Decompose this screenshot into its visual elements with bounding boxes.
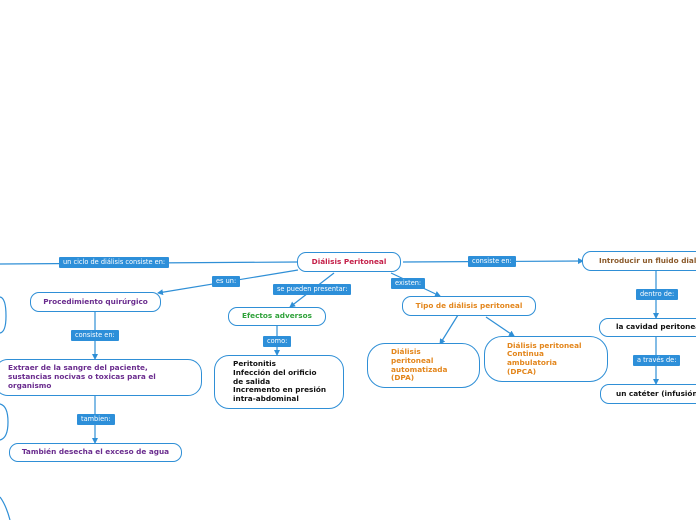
- node-cateter[interactable]: un catéter (infusión): [600, 384, 696, 404]
- node-label: un catéter (infusión): [616, 388, 696, 398]
- label-es-un[interactable]: es un:: [212, 276, 241, 287]
- partial-node-left-2: [0, 403, 9, 441]
- partial-node-left-1: [0, 296, 7, 334]
- label-existen[interactable]: existen:: [391, 278, 426, 289]
- label-tambien[interactable]: tambien:: [77, 414, 115, 425]
- link-types-dpa: [439, 314, 459, 345]
- label-dentro-de[interactable]: dentro de:: [636, 289, 679, 300]
- partial-node-left-3: [0, 496, 11, 520]
- node-label: Tipo de diálisis peritoneal: [415, 300, 523, 310]
- node-label: Extraer de la sangre del paciente, susta…: [8, 363, 156, 390]
- node-label: Introducir un fluido dializa: [599, 255, 696, 265]
- node-dpa[interactable]: Diálisis peritoneal automatizada (DPA): [367, 343, 480, 388]
- node-label: Diálisis peritoneal automatizada (DPA): [391, 347, 448, 383]
- node-label: Procedimiento quirúrgico: [43, 296, 148, 306]
- label-consiste-en-left[interactable]: consiste en:: [71, 330, 119, 341]
- label-ciclo-dialisis[interactable]: un ciclo de diálisis consiste en:: [59, 257, 170, 268]
- node-extraer-sustancias[interactable]: Extraer de la sangre del paciente, susta…: [0, 359, 202, 396]
- node-label: la cavidad peritonea: [616, 322, 696, 332]
- label-consiste-en-right[interactable]: consiste en:: [468, 256, 516, 267]
- node-efectos-adversos[interactable]: Efectos adversos: [228, 307, 326, 326]
- node-introducir-fluido[interactable]: Introducir un fluido dializa: [582, 251, 696, 271]
- node-efectos-lista[interactable]: Peritonitis Infección del orificio de sa…: [214, 355, 344, 409]
- node-label: Efectos adversos: [242, 311, 312, 321]
- node-tipo-dialisis[interactable]: Tipo de diálisis peritoneal: [402, 296, 536, 316]
- node-label: Peritonitis Infección del orificio de sa…: [233, 359, 327, 404]
- label-como[interactable]: como:: [263, 336, 292, 347]
- node-procedimiento-quirurgico[interactable]: Procedimiento quirúrgico: [30, 292, 161, 312]
- label-se-pueden-presentar[interactable]: se pueden presentar:: [273, 284, 352, 295]
- label-a-traves-de[interactable]: a través de:: [633, 355, 681, 366]
- node-dpca[interactable]: Diálisis peritoneal Continua ambulatoria…: [484, 336, 608, 382]
- node-exceso-agua[interactable]: También desecha el exceso de agua: [9, 443, 182, 462]
- node-dialisis-peritoneal[interactable]: Diálisis Peritoneal: [297, 252, 401, 272]
- link-types-dpca: [485, 316, 515, 337]
- node-cavidad-peritoneal[interactable]: la cavidad peritonea: [599, 318, 696, 337]
- node-label: Diálisis Peritoneal: [311, 256, 387, 266]
- node-label: Diálisis peritoneal Continua ambulatoria…: [507, 340, 582, 376]
- node-label: También desecha el exceso de agua: [21, 447, 170, 457]
